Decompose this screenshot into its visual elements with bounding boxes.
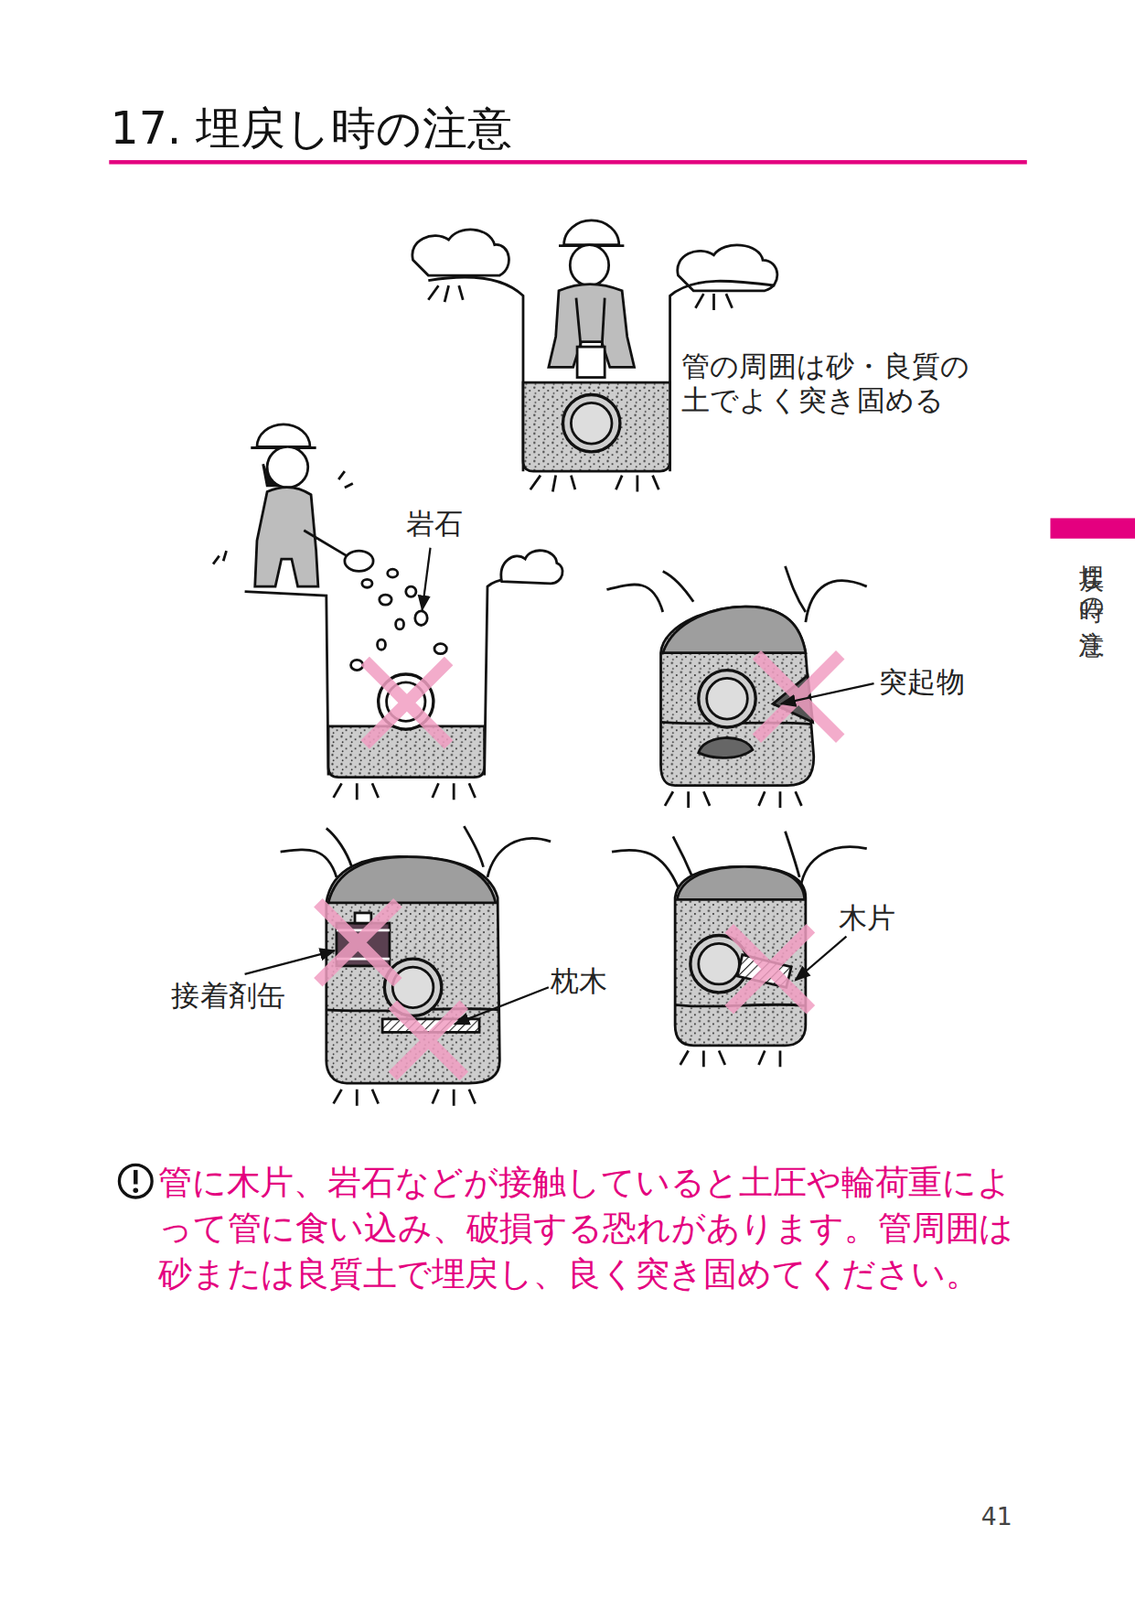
rock-scene bbox=[328, 726, 485, 778]
caution-icon bbox=[118, 1164, 152, 1198]
title-rule bbox=[108, 160, 1028, 164]
protrusion-scene bbox=[706, 677, 749, 719]
part-label: 突起物 bbox=[878, 664, 992, 699]
protrusion-scene bbox=[805, 580, 868, 622]
protrusion-scene bbox=[663, 566, 806, 612]
rock-scene bbox=[344, 550, 374, 571]
prohibition-mark bbox=[728, 928, 811, 1010]
can-sleeper-scene bbox=[487, 837, 551, 877]
part-label: 接着剤缶 bbox=[171, 978, 304, 1013]
tamping-scene bbox=[530, 475, 659, 493]
leader-arrow bbox=[245, 547, 875, 1025]
wood-scene bbox=[800, 846, 867, 888]
caution-icon bbox=[133, 1187, 140, 1193]
rock-scene bbox=[377, 639, 386, 650]
protrusion-scene bbox=[698, 670, 756, 728]
prohibition-mark bbox=[392, 1004, 464, 1076]
rock-scene bbox=[484, 578, 531, 775]
part-label: 岩石 bbox=[406, 506, 488, 541]
part-label: 木片 bbox=[838, 900, 921, 935]
tamping-scene bbox=[412, 229, 510, 276]
side-tab-label: 埋戻し時の注意 bbox=[1075, 546, 1106, 616]
prohibition-mark bbox=[318, 902, 398, 983]
rock-scene bbox=[406, 586, 417, 597]
side-tab bbox=[1049, 517, 1135, 538]
protrusion-scene bbox=[698, 737, 753, 758]
tamping-scene bbox=[564, 220, 620, 246]
leader-arrow bbox=[795, 936, 847, 981]
rock-scene bbox=[387, 568, 398, 578]
rock-scene bbox=[434, 643, 447, 654]
rock-scene bbox=[213, 424, 563, 800]
rock-scene bbox=[362, 578, 373, 588]
prohibition-mark bbox=[364, 661, 449, 745]
tamping-scene bbox=[523, 382, 671, 472]
can-sleeper-scene bbox=[280, 849, 337, 878]
rock-scene bbox=[396, 619, 405, 630]
wood-scene bbox=[611, 831, 868, 1068]
rock-scene bbox=[256, 424, 311, 448]
tamping-scene bbox=[562, 395, 620, 452]
page-title: 17. 埋戻し時の注意 bbox=[109, 102, 1007, 156]
can-sleeper-scene bbox=[326, 856, 501, 1083]
prohibition-mark bbox=[318, 654, 841, 1076]
can-sleeper-scene bbox=[328, 856, 496, 903]
page-number: 41 bbox=[981, 1501, 1033, 1531]
rock-scene bbox=[333, 782, 476, 800]
wood-scene bbox=[698, 942, 740, 985]
can-sleeper-scene bbox=[354, 912, 372, 923]
rock-scene bbox=[501, 550, 563, 584]
can-sleeper-scene bbox=[392, 966, 434, 1008]
instruction-note: 管の周囲は砂・良質の土でよく突き固める bbox=[681, 349, 988, 418]
tamping-scene bbox=[576, 298, 582, 353]
protrusion-scene bbox=[663, 606, 806, 654]
wood-scene bbox=[676, 866, 804, 900]
tamping-scene bbox=[577, 346, 605, 377]
rock-scene bbox=[263, 463, 279, 485]
can-sleeper-scene bbox=[333, 1089, 476, 1106]
tamping-scene bbox=[601, 298, 605, 353]
can-sleeper-scene bbox=[280, 825, 551, 1106]
tamping-scene bbox=[428, 277, 524, 472]
leader-arrow bbox=[422, 547, 431, 611]
protrusion-scene bbox=[664, 791, 802, 808]
caution-icon bbox=[118, 1164, 152, 1198]
wood-scene bbox=[611, 849, 678, 888]
wood-scene bbox=[680, 1049, 781, 1067]
tamping-scene bbox=[570, 402, 612, 444]
part-label: 枕木 bbox=[550, 963, 632, 998]
rock-scene bbox=[303, 530, 347, 557]
rock-scene bbox=[415, 610, 428, 626]
rock-scene bbox=[213, 471, 354, 564]
protrusion-scene bbox=[606, 566, 867, 808]
prohibition-mark bbox=[756, 654, 840, 739]
caution-icon bbox=[133, 1169, 138, 1185]
tamping-scene bbox=[569, 245, 609, 287]
caution-note: 管に木片、岩石などが接触していると土圧や輪荷重によって管に食い込み、破損する恐れ… bbox=[158, 1158, 1026, 1297]
rock-scene bbox=[245, 591, 329, 776]
protrusion-scene bbox=[606, 584, 663, 612]
rock-scene bbox=[255, 487, 319, 588]
leader-arrow bbox=[781, 683, 874, 704]
rock-scene bbox=[379, 594, 392, 605]
leader-arrow bbox=[454, 986, 549, 1024]
leader-arrow bbox=[245, 950, 335, 975]
